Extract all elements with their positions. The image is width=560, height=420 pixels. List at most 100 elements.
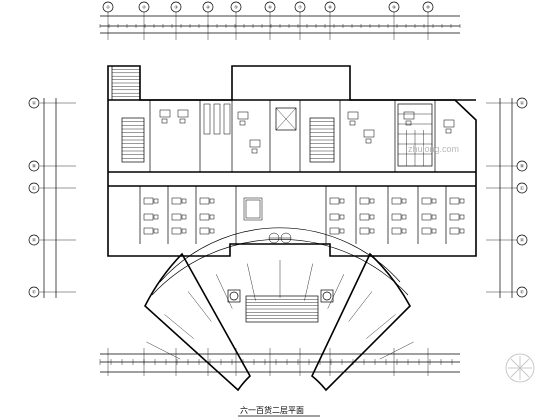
chair [459, 228, 465, 234]
right-axis-bubble: Ⓓ [516, 234, 528, 246]
desk [199, 197, 210, 205]
right-axis-label: Ⓒ [520, 185, 524, 191]
left-axis-bubble: Ⓔ [28, 286, 40, 298]
chair [181, 228, 187, 234]
top-axis-label: ② [142, 5, 146, 10]
desk [363, 129, 375, 138]
elevator-shaft [275, 107, 297, 131]
desk [391, 227, 402, 235]
right-axis-label: Ⓑ [520, 163, 524, 169]
chair [181, 214, 187, 220]
top-axis-bubble: ⑥ [264, 1, 276, 13]
entrance-canopy [144, 227, 414, 392]
desk [421, 213, 432, 221]
left-axis-label: Ⓑ [32, 163, 36, 169]
desk [249, 139, 261, 148]
desk [199, 213, 210, 221]
desk [449, 197, 460, 205]
stair-inner-right [309, 117, 335, 163]
left-axis-label: Ⓐ [32, 100, 36, 106]
chair [401, 198, 407, 204]
chair [365, 138, 372, 144]
desk [171, 213, 182, 221]
top-axis-label: ⑨ [392, 5, 396, 10]
top-axis-bubble: ⑩ [422, 1, 434, 13]
left-axis-label: Ⓓ [32, 237, 36, 243]
left-axis-lines: Ⓐ Ⓑ Ⓒ Ⓓ Ⓔ [28, 97, 76, 298]
left-axis-bubble: Ⓒ [28, 182, 40, 194]
desk [359, 197, 370, 205]
bottom-dimension-lines [99, 348, 460, 376]
building-outline [107, 65, 477, 257]
desk [403, 111, 415, 120]
desk [199, 227, 210, 235]
top-axis-bubble: ② [138, 1, 150, 13]
chair [431, 228, 437, 234]
left-axis-label: Ⓒ [32, 185, 36, 191]
top-axis-bubble: ① [102, 1, 114, 13]
top-axis-label: ⑦ [298, 5, 302, 10]
top-dimension-lines [99, 8, 461, 40]
chair [369, 228, 375, 234]
chair [179, 118, 186, 124]
desk [329, 213, 340, 221]
right-axis-bubble: Ⓔ [516, 286, 528, 298]
shelf [203, 103, 211, 135]
chair [339, 214, 345, 220]
chair [459, 214, 465, 220]
desk [449, 227, 460, 235]
top-axis-label: ⑤ [234, 5, 238, 10]
drawing-title: 六一百货二层平面 [240, 405, 304, 415]
top-axis-label: ⑥ [268, 5, 272, 10]
desk [443, 119, 455, 128]
right-axis-bubble: Ⓐ [516, 97, 528, 109]
desk [329, 197, 340, 205]
desk [177, 109, 189, 118]
desk [391, 213, 402, 221]
top-axis-bubble: ③ [170, 1, 182, 13]
chair [339, 198, 345, 204]
top-axis-label: ③ [174, 5, 178, 10]
chair [369, 198, 375, 204]
right-axis-label: Ⓓ [520, 237, 524, 243]
chair [153, 214, 159, 220]
desk [421, 197, 432, 205]
chair [209, 198, 215, 204]
desk [171, 197, 182, 205]
top-axis-bubble: ④ [202, 1, 214, 13]
desk [143, 213, 154, 221]
chair [405, 120, 412, 126]
left-axis-bubble: Ⓑ [28, 160, 40, 172]
top-axis-bubble: ⑤ [230, 1, 242, 13]
stair-top-left [111, 65, 141, 101]
chair [239, 120, 246, 126]
chair [153, 228, 159, 234]
stair-inner-left [121, 117, 145, 163]
shelf [213, 103, 221, 135]
desk [237, 111, 249, 120]
desk [143, 197, 154, 205]
chair [401, 214, 407, 220]
desk [143, 227, 154, 235]
top-axis-label: ⑧ [328, 5, 332, 10]
right-axis-bubble: Ⓒ [516, 182, 528, 194]
desk [159, 109, 171, 118]
chair [459, 198, 465, 204]
right-axis-label: Ⓐ [520, 100, 524, 106]
top-axis-label: ① [106, 5, 110, 10]
desk [171, 227, 182, 235]
chair [349, 120, 356, 126]
chair [431, 198, 437, 204]
left-axis-label: Ⓔ [32, 289, 36, 295]
top-axis-label: ⑩ [426, 5, 430, 10]
top-axis-bubble: ⑨ [388, 1, 400, 13]
left-axis-bubble: Ⓓ [28, 234, 40, 246]
chair [369, 214, 375, 220]
watermark-text: zhulong.com [408, 144, 459, 154]
watermark-logo [505, 353, 535, 383]
right-axis-lines: Ⓐ Ⓑ Ⓒ Ⓓ Ⓔ [486, 97, 528, 298]
desk [421, 227, 432, 235]
chair [339, 228, 345, 234]
chair [181, 198, 187, 204]
